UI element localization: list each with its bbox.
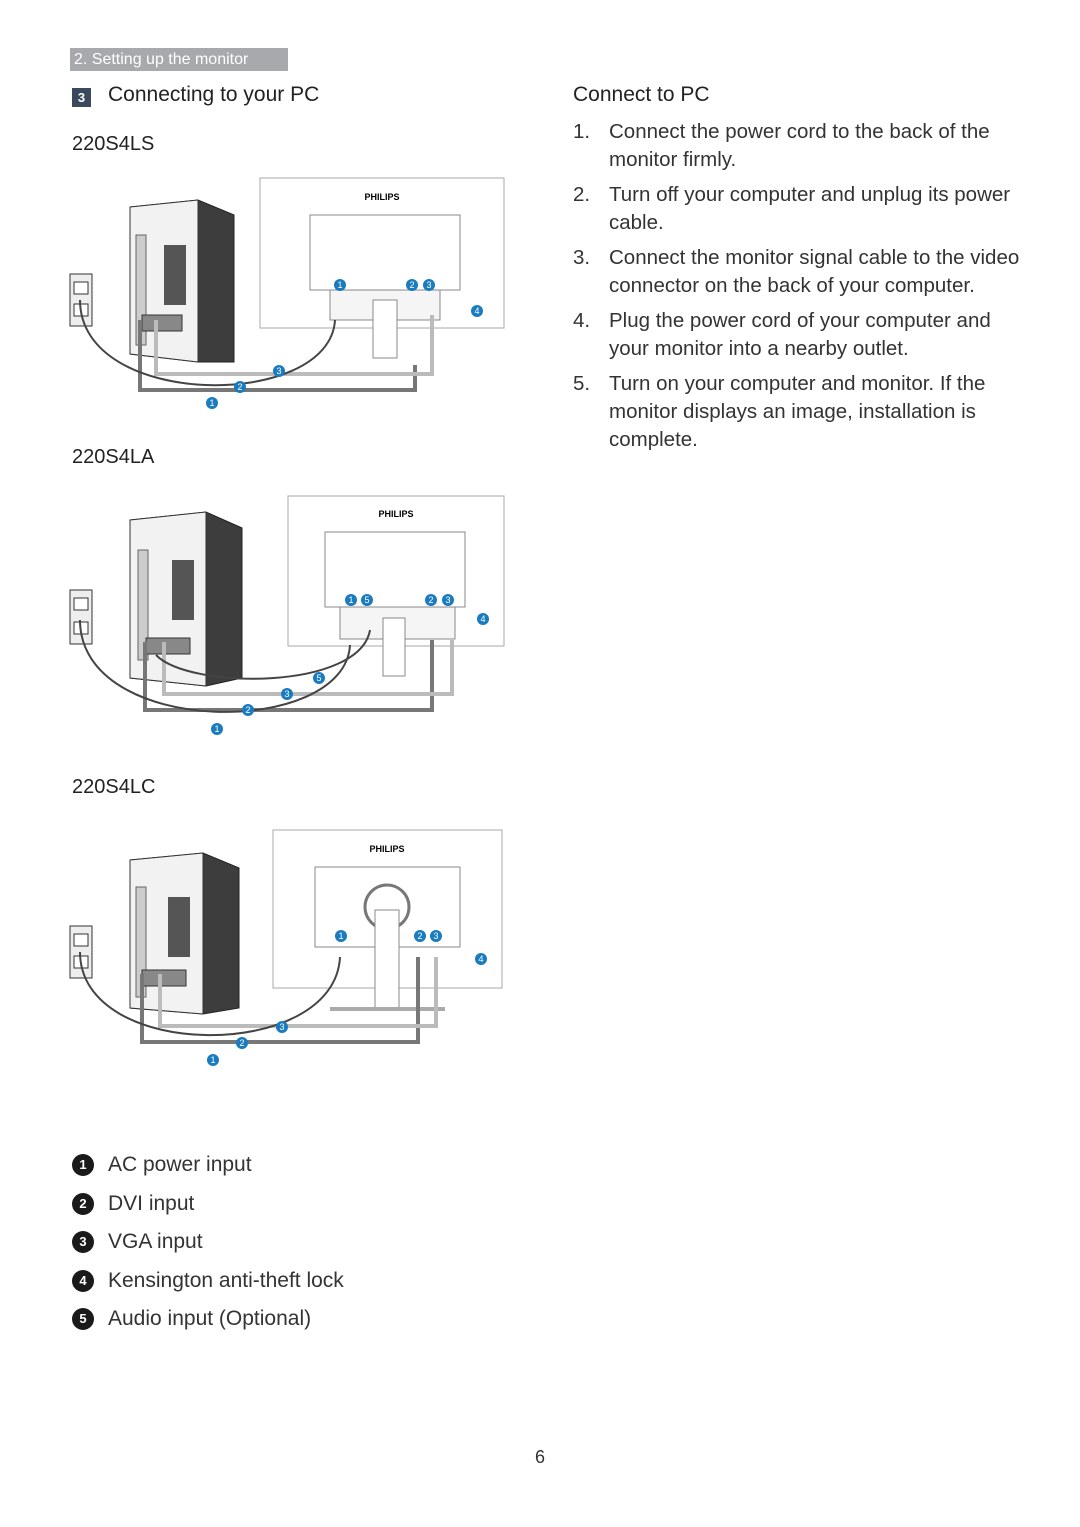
pc-tower [129, 511, 243, 687]
svg-text:1: 1 [214, 724, 219, 734]
model-label-220s4la: 220S4LA [72, 446, 155, 468]
monitor-brand: PHILIPS [369, 844, 404, 854]
svg-text:2: 2 [237, 382, 242, 392]
model-label-220s4ls: 220S4LS [72, 133, 155, 155]
svg-text:2: 2 [239, 1038, 244, 1048]
monitor-back: PHILIPS [259, 177, 505, 359]
svg-text:4: 4 [474, 306, 479, 316]
legend-number-badge: 2 [72, 1192, 94, 1215]
legend-number-badge: 3 [72, 1231, 94, 1254]
svg-text:5: 5 [364, 595, 369, 605]
step-item: 2.Turn off your computer and unplug its … [573, 183, 1011, 234]
page-number: 6 [534, 1447, 545, 1467]
svg-text:4: 4 [478, 954, 483, 964]
monitor-back: PHILIPS [287, 495, 505, 677]
svg-text:1: 1 [348, 595, 353, 605]
svg-text:3: 3 [276, 366, 281, 376]
svg-text:4: 4 [480, 614, 485, 624]
legend-number-badge: 1 [72, 1154, 94, 1177]
section-title: Connecting to your PC [108, 83, 320, 106]
step-item: 4.Plug the power cord of your computer a… [573, 309, 991, 360]
monitor-brand: PHILIPS [378, 509, 413, 519]
monitor-back: PHILIPS [272, 829, 503, 1011]
svg-text:2: 2 [417, 931, 422, 941]
svg-text:3: 3 [433, 931, 438, 941]
monitor-brand: PHILIPS [364, 192, 399, 202]
svg-text:5: 5 [316, 673, 321, 683]
legend-number-badge: 5 [72, 1308, 94, 1331]
model-label-220s4lc: 220S4LC [72, 776, 156, 798]
connect-steps-list: 1.Connect the power cord to the back of … [573, 118, 1023, 461]
svg-text:1: 1 [338, 931, 343, 941]
connect-to-pc-title: Connect to PC [573, 83, 710, 106]
step-item: 5.Turn on your computer and monitor. If … [573, 372, 986, 451]
svg-text:2: 2 [428, 595, 433, 605]
breadcrumb: 2. Setting up the monitor [70, 48, 288, 71]
connection-diagram-220s4ls: PHILIPS 1 2 3 4 3 2 1 [69, 177, 505, 409]
svg-text:3: 3 [279, 1022, 284, 1032]
connection-diagram-220s4la: PHILIPS 1 5 2 3 4 5 3 2 1 [69, 495, 505, 735]
section-number-badge: 3 [72, 88, 91, 107]
step-item: 1.Connect the power cord to the back of … [573, 120, 990, 171]
svg-text:1: 1 [209, 398, 214, 408]
svg-text:2: 2 [409, 280, 414, 290]
svg-text:1: 1 [337, 280, 342, 290]
pc-tower [129, 852, 240, 1015]
svg-text:2: 2 [245, 705, 250, 715]
svg-text:3: 3 [284, 689, 289, 699]
pc-tower [129, 199, 235, 363]
connection-diagram-220s4lc: PHILIPS 1 2 3 4 3 2 1 [69, 829, 503, 1066]
step-item: 3.Connect the monitor signal cable to th… [573, 246, 1020, 297]
svg-text:3: 3 [445, 595, 450, 605]
svg-text:3: 3 [426, 280, 431, 290]
legend-number-badge: 4 [72, 1269, 94, 1292]
svg-text:1: 1 [210, 1055, 215, 1065]
